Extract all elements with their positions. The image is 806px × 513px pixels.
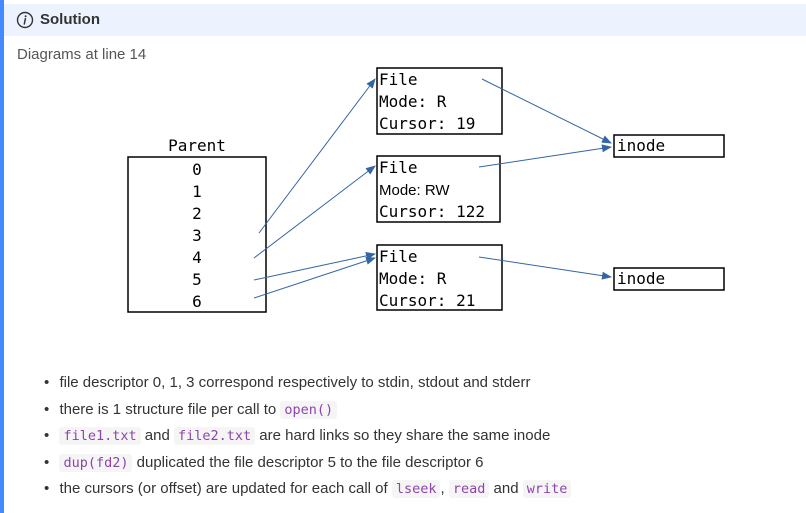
arrow-file2-to-inode1 (478, 144, 612, 168)
fd-0: 0 (192, 160, 202, 179)
file-2-cursor: Cursor: 122 (379, 202, 485, 221)
file-1-cursor: Cursor: 19 (379, 114, 475, 133)
fd-1: 1 (192, 182, 202, 201)
list-item: the cursors (or offset) are updated for … (44, 476, 572, 503)
list-item: file descriptor 0, 1, 3 correspond respe… (44, 370, 571, 397)
bullet-3-and: and (144, 427, 170, 444)
code-file1: file1.txt (59, 427, 141, 445)
file-box-3 (376, 244, 503, 311)
bullet-5-and: and (493, 480, 519, 497)
list-item: file1.txt and file2.txt are hard links s… (44, 423, 571, 450)
bullet-3-text: are hard links so they share the same in… (259, 427, 551, 444)
bullet-5-text: the cursors (or offset) are updated for … (59, 480, 388, 497)
fd-5: 5 (192, 270, 202, 289)
parent-fd-table (127, 156, 267, 313)
inode-2-label: inode (617, 269, 665, 288)
inode-1-label: inode (617, 136, 665, 155)
list-item: dup(fd2) duplicated the file descriptor … (44, 450, 571, 477)
file-box-2 (376, 155, 501, 223)
bullet-2-text: there is 1 structure file per call to (59, 400, 277, 418)
arrow-fd3-to-file1 (258, 78, 376, 234)
bullet-4-text: duplicated the file descriptor 5 to the … (136, 453, 484, 471)
code-lseek: lseek (391, 480, 441, 498)
code-open: open() (280, 400, 338, 419)
arrow-fd4-to-file2 (253, 165, 376, 259)
bullet-1-text: file descriptor 0, 1, 3 correspond respe… (59, 374, 531, 391)
bullet-5-comma: , (440, 480, 445, 497)
parent-label: Parent (168, 136, 226, 155)
file-box-1 (376, 67, 503, 135)
arrow-file3-to-inode2 (478, 256, 612, 280)
arrow-file1-to-inode1 (481, 78, 612, 144)
admonition-title: Solution (40, 11, 100, 28)
code-write: write (522, 480, 572, 498)
admonition-title-bar: Solution (4, 4, 806, 36)
explanation-list: file descriptor 0, 1, 3 correspond respe… (44, 370, 572, 503)
file-descriptor-diagram: Parent 0 1 2 3 4 5 6 File Mode: R Cursor… (127, 67, 725, 313)
file-3-title: File (379, 247, 418, 266)
code-dup: dup(fd2) (59, 453, 133, 472)
arrow-fd6-to-file3 (253, 257, 376, 299)
arrow-fd5-to-file3 (253, 251, 376, 281)
fd-4: 4 (192, 248, 202, 267)
file-2-title: File (379, 158, 418, 177)
fd-3: 3 (192, 226, 202, 245)
inode-box-1 (613, 134, 725, 158)
code-read: read (448, 480, 490, 498)
code-file2: file2.txt (173, 427, 256, 445)
diagram-subtitle: Diagrams at line 14 (17, 46, 147, 63)
fd-2: 2 (192, 204, 202, 223)
list-item: there is 1 structure file per call to op… (44, 397, 571, 424)
info-circle-icon (16, 11, 34, 29)
file-3-cursor: Cursor: 21 (379, 291, 475, 310)
inode-box-2 (613, 267, 725, 291)
file-1-title: File (379, 70, 418, 89)
file-3-mode: Mode: R (379, 269, 447, 288)
fd-6: 6 (192, 292, 202, 311)
file-1-mode: Mode: R (379, 92, 447, 111)
file-2-mode: Mode: RW (379, 182, 450, 199)
